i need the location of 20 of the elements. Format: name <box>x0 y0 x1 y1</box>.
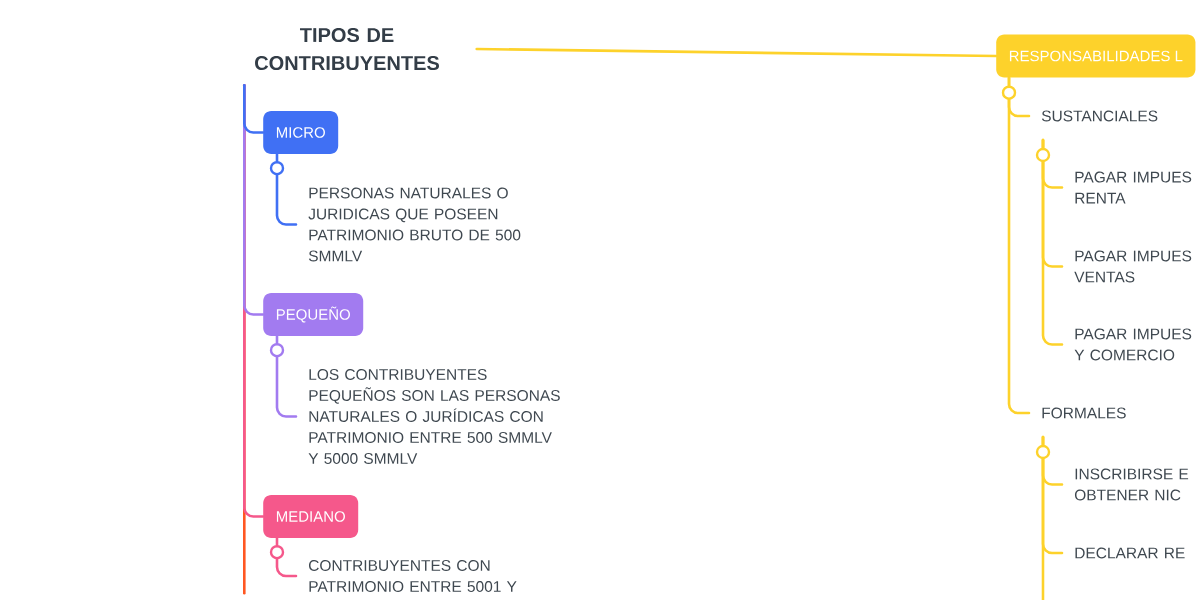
branch-line <box>243 84 265 134</box>
branch-line <box>475 47 998 58</box>
topic-box: MICRO <box>263 111 339 154</box>
branch-text: PAGAR IMPUES Y COMERCIO <box>1074 328 1192 361</box>
topic-box: PEQUEÑO <box>263 293 364 336</box>
branch-text: SUSTANCIALES <box>1041 110 1158 122</box>
branch-text: INSCRIBIRSE E OBTENER NIC <box>1074 468 1189 501</box>
branch-line <box>1041 435 1064 486</box>
branch-line <box>1041 138 1064 189</box>
branch-text: DECLARAR RE <box>1075 547 1185 559</box>
branch-text: PAGAR IMPUES VENTAS <box>1074 250 1192 283</box>
branch-text: FORMALES <box>1042 407 1126 419</box>
topic-box: RESPONSABILIDADES L <box>996 34 1196 78</box>
branch-text: LOS CONTRIBUYENTES PEQUEÑOS SON LAS PERSONAS NATURALES O JURÍDICAS CON PATRIMONIO ENTRE 500 SMMLV Y 5000 SMMLV <box>308 369 560 464</box>
branch-line <box>1007 76 1031 118</box>
branch-text: CONTRIBUYENTES CON PATRIMONIO ENTRE 5001 Y <box>309 560 517 592</box>
central-title: TIPOS DE CONTRIBUYENTES <box>255 27 439 71</box>
topic-box: MEDIANO <box>263 495 359 538</box>
branch-text: PAGAR IMPUES RENTA <box>1075 171 1192 204</box>
branch-text: PERSONAS NATURALES O JURIDICAS QUE POSEEN PATRIMONIO BRUTO DE 500 SMMLV <box>308 187 521 262</box>
